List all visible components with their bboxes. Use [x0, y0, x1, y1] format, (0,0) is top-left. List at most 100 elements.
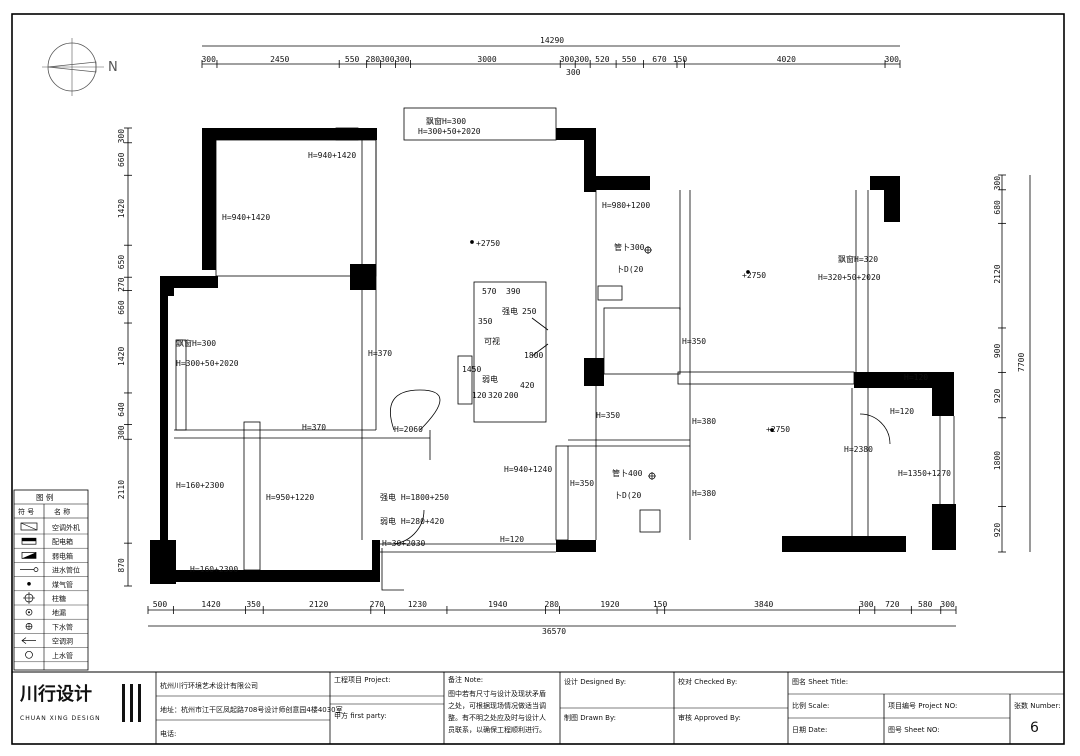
- note-line-4: 员联系，以确保工程顺利进行。: [448, 725, 546, 734]
- annotation-h370-b: H=370: [302, 423, 326, 432]
- scale-label: 比例 Scale:: [792, 701, 829, 710]
- left-dim-6: 1420: [117, 347, 126, 366]
- left-dim-0: 300: [117, 129, 126, 144]
- bottom-dim-11: 300: [859, 600, 874, 609]
- left-dim-3: 650: [117, 255, 126, 270]
- annotation-h370-a: H=370: [368, 349, 392, 358]
- upwater-icon: [25, 650, 33, 659]
- annotation-weak-2: 弱电 H=280+420: [380, 516, 444, 526]
- bottom-dim-12: 720: [885, 600, 900, 609]
- designed-by-label: 设计 Designed By:: [564, 677, 626, 686]
- legend-item-name: 配电箱: [52, 537, 73, 546]
- top-dim-13: 4020: [777, 55, 796, 64]
- annotation-ceil-3: +2750: [766, 425, 790, 434]
- legend-item-name: 下水管: [52, 622, 73, 631]
- top-dim-2: 550: [345, 55, 360, 64]
- annotation-ceil-2: +2750: [742, 271, 766, 280]
- legend-item-name: 煤气管: [52, 580, 73, 589]
- annotations: 飘窗H=300 H=300+50+2020 H=940+1420 H=940+1…: [176, 116, 951, 574]
- company-name: 杭州川行环境艺术设计有限公司: [160, 681, 258, 690]
- annotation-pipe-300: 管卜300: [614, 242, 645, 252]
- sheet-border: [11, 13, 1065, 745]
- left-dim-7: 640: [117, 402, 126, 417]
- bottom-dim-8: 1920: [600, 600, 619, 609]
- partition-lines: [174, 107, 955, 591]
- legend-item-name: 上水管: [52, 651, 73, 660]
- top-dim-0: 300: [201, 55, 216, 64]
- annotation-h120-c: H=120: [500, 535, 524, 544]
- annotation-bay-top: 飘窗H=300: [426, 116, 466, 126]
- column-icon: [23, 592, 35, 604]
- sheet-title-label: 图名 Sheet Title:: [792, 677, 848, 686]
- company-address: 地址：杭州市江干区凤起路708号设计师创意园4楼4030室: [160, 705, 343, 714]
- annotation-kitchen-570: 570: [482, 287, 497, 296]
- top-sub-dim: 300: [566, 68, 581, 77]
- sheet-number: 6: [1030, 720, 1039, 736]
- title-block: 川行设计 CHUAN XING DESIGN 杭州川行环境艺术设计有限公司 地址…: [19, 672, 1064, 744]
- note-line-1: 图中若有尺寸与设计及现状矛盾: [448, 689, 546, 698]
- annotation-kitchen-350: 350: [478, 317, 493, 326]
- annotation-h2060: H=2060: [394, 425, 423, 434]
- annotation-win-7: H=950+1220: [266, 493, 314, 502]
- project-no-label: 项目编号 Project NO:: [888, 701, 957, 710]
- annotation-strong-2: 强电 H=1800+250: [380, 492, 449, 502]
- weak-box-icon: [21, 552, 37, 559]
- annotation-k120: 120: [472, 391, 487, 400]
- bottom-total-dim: 36570: [542, 627, 566, 636]
- top-dim-14: 300: [885, 55, 900, 64]
- legend: 图 例 符 号 名 称 空调外机配电箱弱电箱进水管位煤气管柱糖地漏下水管空调洞上…: [13, 489, 89, 671]
- downpipe-icon: [25, 623, 33, 630]
- annotation-h350-a: H=350: [682, 337, 706, 346]
- legend-item-name: 弱电箱: [52, 551, 73, 560]
- right-dim-3: 900: [993, 344, 1002, 359]
- annotation-h120-b: H=120: [890, 407, 914, 416]
- annotation-bay-right: 飘窗H=320: [838, 254, 878, 264]
- bottom-dim-2: 350: [246, 600, 261, 609]
- ac-hole-icon: [21, 637, 36, 644]
- annotation-pipe-400: 管卜400: [612, 468, 643, 478]
- right-dim-4: 920: [993, 388, 1002, 403]
- annotation-win-1: H=940+1420: [308, 151, 356, 160]
- drawn-by-label: 制图 Drawn By:: [564, 713, 616, 722]
- logo-mark-icon: [122, 684, 141, 722]
- annotation-k200: 200: [504, 391, 519, 400]
- gas-pipe-icon: [27, 582, 31, 586]
- annotation-bay-left: 飘窗H=300: [176, 338, 216, 348]
- annotation-d20-a: 卜D(20: [616, 265, 643, 274]
- distribution-box-icon: [21, 537, 37, 545]
- top-dim-8: 300: [575, 55, 590, 64]
- right-dim-1: 680: [993, 200, 1002, 215]
- checked-by-label: 校对 Checked By:: [678, 677, 737, 686]
- sheet-no-label: 图号 Sheet NO:: [888, 726, 940, 734]
- left-dim-1: 660: [117, 152, 126, 167]
- top-dim-10: 550: [622, 55, 637, 64]
- left-dim-9: 2110: [117, 480, 126, 499]
- note-line-3: 整。有不明之处应及时与设计人: [448, 713, 546, 722]
- annotation-win-4: H=1350+1270: [898, 469, 951, 478]
- annotation-h120-a: H=120: [904, 373, 928, 382]
- company-phone: 电话:: [160, 729, 176, 738]
- right-dim-2: 2120: [993, 264, 1002, 283]
- bottom-dim-7: 280: [545, 600, 560, 609]
- legend-item-name: 空调洞: [52, 637, 73, 646]
- annotation-kitchen-390: 390: [506, 287, 521, 296]
- bottom-dim-6: 1940: [488, 600, 507, 609]
- legend-col-symbol: 符 号: [18, 507, 34, 516]
- left-dim-5: 660: [117, 300, 126, 315]
- top-dim-7: 300: [560, 55, 575, 64]
- bottom-dim-1: 1420: [201, 600, 220, 609]
- left-dim-2: 1420: [117, 199, 126, 218]
- top-dim-6: 3000: [477, 55, 496, 64]
- note-line-2: 之处，可根据现场情况做适当调: [448, 701, 546, 710]
- annotation-door: H=30+2030: [382, 539, 426, 548]
- annotation-strong: 强电: [502, 306, 518, 316]
- top-dim-4: 300: [380, 55, 395, 64]
- sheet-number-label: 张数 Number:: [1014, 701, 1061, 710]
- annotation-tv: 可视: [484, 336, 500, 346]
- water-inlet-icon: [20, 567, 39, 572]
- bottom-dim-9: 150: [653, 600, 668, 609]
- bottom-dim-13: 580: [918, 600, 933, 609]
